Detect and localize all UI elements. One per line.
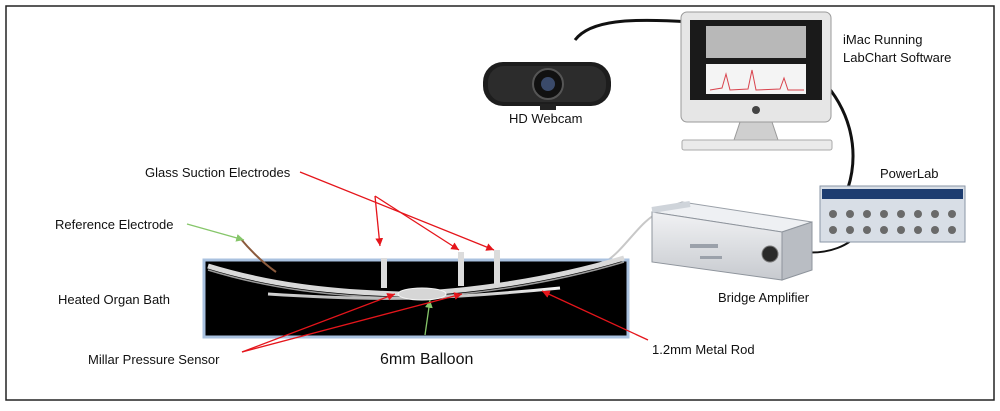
- imac-computer: [680, 11, 833, 151]
- arrow-reference: [186, 223, 245, 242]
- arrow-balloon: [424, 299, 433, 336]
- arrow-metal-rod: [541, 290, 649, 341]
- arrow-electrode-3: [299, 171, 495, 251]
- label-reference-electrode: Reference Electrode: [55, 217, 174, 232]
- label-powerlab: PowerLab: [880, 166, 939, 181]
- balloon: [397, 287, 447, 301]
- bridge-amplifier: [651, 201, 813, 281]
- label-imac-line1: iMac Running: [843, 32, 923, 47]
- webcam-cable: [573, 18, 691, 41]
- glass-electrodes: [381, 250, 500, 288]
- arrow-electrode-1: [374, 195, 384, 247]
- arrow-electrode-2: [374, 195, 460, 251]
- label-glass-suction-electrodes: Glass Suction Electrodes: [145, 165, 291, 180]
- label-millar-pressure-sensor: Millar Pressure Sensor: [88, 352, 220, 367]
- arrow-pressure-1: [241, 293, 396, 353]
- outer-frame: [5, 5, 995, 401]
- label-bridge-amplifier: Bridge Amplifier: [718, 290, 810, 305]
- label-imac-line2: LabChart Software: [843, 50, 952, 65]
- label-hd-webcam: HD Webcam: [509, 111, 583, 126]
- label-6mm-balloon: 6mm Balloon: [380, 351, 474, 368]
- label-metal-rod: 1.2mm Metal Rod: [652, 342, 755, 357]
- powerlab-unit: [819, 185, 966, 243]
- label-heated-organ-bath: Heated Organ Bath: [58, 292, 171, 307]
- arrow-pressure-2: [241, 292, 463, 353]
- hd-webcam: [483, 62, 611, 110]
